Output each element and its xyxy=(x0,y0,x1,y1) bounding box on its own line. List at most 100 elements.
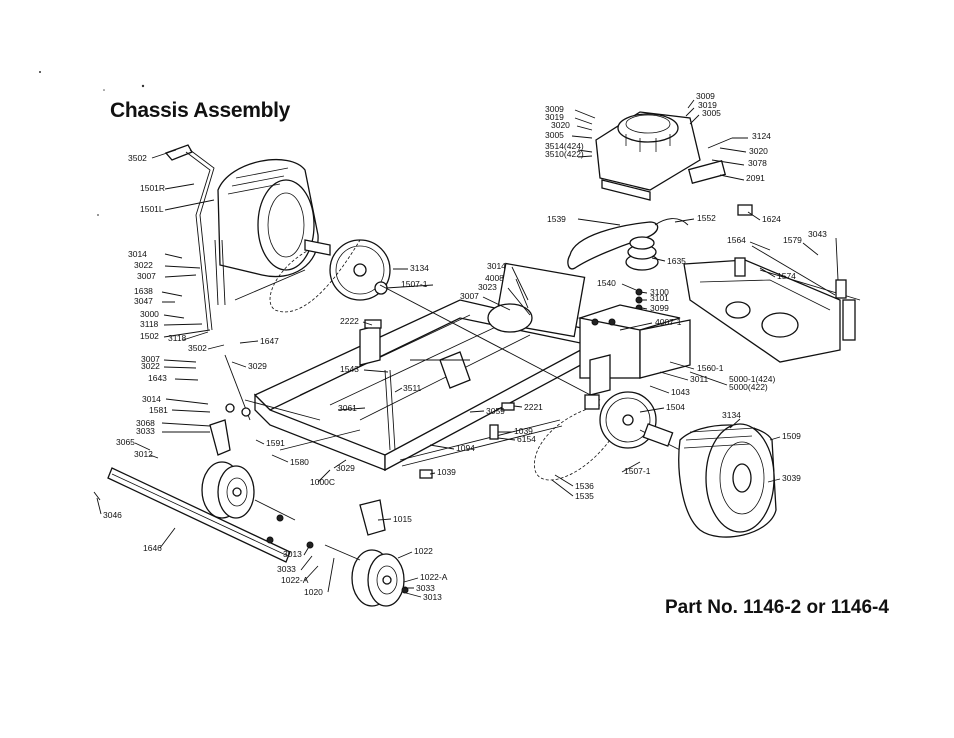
callout-label: 1564 xyxy=(727,235,746,245)
callout-label: 3099 xyxy=(650,303,669,313)
callout-label: 1580 xyxy=(290,457,309,467)
callout-label: 1015 xyxy=(393,514,412,524)
callout-label: 3511 xyxy=(403,383,422,393)
callout-label: 1574 xyxy=(777,271,796,281)
callout-label: 1638 xyxy=(134,286,153,296)
callout-label: 3134 xyxy=(722,410,741,420)
leader-lines xyxy=(96,99,839,598)
callout-label: 3068 xyxy=(136,418,155,428)
callout-label: 3101 xyxy=(650,293,669,303)
callout-label: 3065 xyxy=(116,437,135,447)
callout-label: 1536 xyxy=(575,481,594,491)
engine-part xyxy=(595,111,753,216)
callout-label: 3020 xyxy=(749,146,768,156)
callout-label: 1635 xyxy=(667,256,686,266)
rear-drive-part xyxy=(399,391,701,481)
part-number: Part No. 1146-2 or 1146-4 xyxy=(665,597,889,618)
callout-label: 1539 xyxy=(547,214,566,224)
front-wheel-right-part xyxy=(306,499,409,607)
callout-label: 1624 xyxy=(762,214,781,224)
callout-labels: 3009 3019 3020 3005 3514(424) 3510(422) … xyxy=(103,91,827,602)
callout-label: 1022-A xyxy=(281,575,309,585)
callout-label: 3033 xyxy=(416,583,435,593)
callout-label: 3019 xyxy=(545,112,564,122)
callout-label: 3014 xyxy=(128,249,147,259)
callout-label: 1502 xyxy=(140,331,159,341)
callout-label: 3502 xyxy=(128,153,147,163)
callout-label: 4008 xyxy=(485,273,504,283)
callout-label: 3033 xyxy=(277,564,296,574)
callout-label: 3134 xyxy=(410,263,429,273)
callout-label: 1540 xyxy=(597,278,616,288)
callout-label: 3033 xyxy=(136,426,155,436)
callout-label: 3124 xyxy=(752,131,771,141)
callout-label: 1000C xyxy=(310,477,335,487)
rear-tire-part xyxy=(678,423,777,538)
callout-label: 3013 xyxy=(283,549,302,559)
callout-label: 1507-1 xyxy=(401,279,428,289)
callout-label: 1022 xyxy=(414,546,433,556)
callout-label: 1509 xyxy=(782,431,801,441)
callout-label: 3039 xyxy=(782,473,801,483)
callout-label: 1043 xyxy=(671,387,690,397)
callout-label: 3005 xyxy=(545,130,564,140)
callout-label: 1643 xyxy=(148,373,167,383)
callout-label: 3022 xyxy=(134,260,153,270)
callout-label: 3023 xyxy=(478,282,497,292)
callout-label: 3061 xyxy=(338,403,357,413)
chassis-frame-part xyxy=(253,262,691,472)
front-wheel-left-part xyxy=(201,419,296,544)
callout-label: 3047 xyxy=(134,296,153,306)
front-axle-part xyxy=(93,467,291,563)
callout-label: 1581 xyxy=(149,405,168,415)
sprocket-chain-part xyxy=(269,239,391,313)
callout-label: 2221 xyxy=(524,402,543,412)
transaxle-plate-part xyxy=(683,245,861,363)
callout-label: 3000 xyxy=(140,309,159,319)
callout-label: 1022-A xyxy=(420,572,448,582)
callout-label: 1646 xyxy=(143,543,162,553)
callout-label: 1501R xyxy=(140,183,165,193)
drawing-art xyxy=(39,71,861,607)
callout-label: 3118 xyxy=(168,333,187,343)
callout-label: 3005 xyxy=(702,108,721,118)
belt-pulley-part xyxy=(567,218,689,312)
linkage-rods-part xyxy=(224,269,515,479)
callout-label: 1647 xyxy=(260,336,279,346)
callout-label: 6154 xyxy=(517,434,536,444)
callout-label: 3012 xyxy=(134,449,153,459)
callout-label: 3078 xyxy=(748,158,767,168)
callout-label: 5000(422) xyxy=(729,382,768,392)
callout-label: 3100 xyxy=(650,287,669,297)
callout-label: 1094 xyxy=(456,443,475,453)
callout-label: 3009 xyxy=(696,91,715,101)
page-title: Chassis Assembly xyxy=(110,99,291,122)
callout-label: 2091 xyxy=(746,173,765,183)
callout-label: 1501L xyxy=(140,204,164,214)
callout-label: 3007 xyxy=(141,354,160,364)
callout-label: 1560-1 xyxy=(697,363,724,373)
blower-shroud-part xyxy=(217,158,319,278)
callout-label: 3013 xyxy=(423,592,442,602)
callout-label: 3022 xyxy=(141,361,160,371)
callout-label: 3502 xyxy=(188,343,207,353)
callout-label: 3019 xyxy=(698,100,717,110)
callout-label: 3007 xyxy=(137,271,156,281)
callout-label: 3020 xyxy=(551,120,570,130)
callout-label: 3510(422) xyxy=(545,149,584,159)
callout-label: 1039 xyxy=(514,426,533,436)
callout-label: 3007 xyxy=(460,291,479,301)
steering-lever-part xyxy=(164,144,226,331)
callout-label: 3009 xyxy=(545,104,564,114)
callout-label: 1507-1 xyxy=(624,466,651,476)
callout-label: 3014 xyxy=(142,394,161,404)
callout-label: 1579 xyxy=(783,235,802,245)
callout-label: 1591 xyxy=(266,438,285,448)
callout-label: 3514(424) xyxy=(545,141,584,151)
callout-label: 5000-1(424) xyxy=(729,374,775,384)
callout-label: 3011 xyxy=(690,374,709,384)
callout-label: 3014 xyxy=(487,261,506,271)
callout-label: 1552 xyxy=(697,213,716,223)
callout-label: 2222 xyxy=(340,316,359,326)
